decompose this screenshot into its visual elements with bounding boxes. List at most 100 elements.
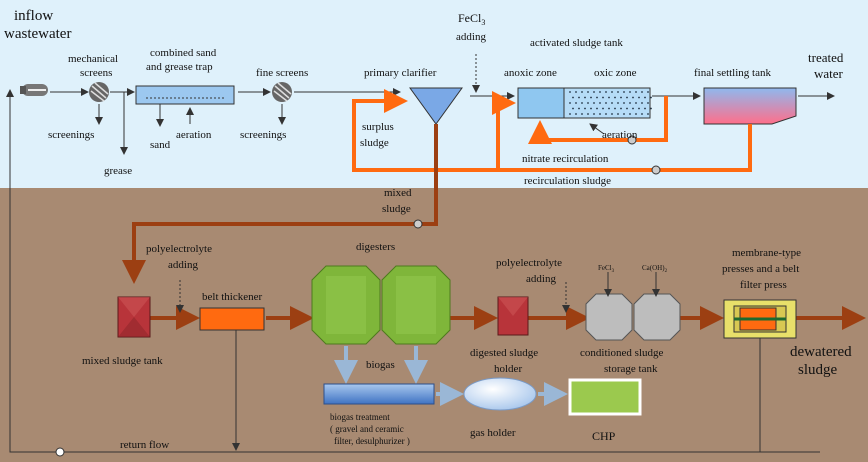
aeration-dot [647, 91, 649, 93]
oxic-zone-tank [563, 87, 651, 119]
aeration-dot [614, 107, 616, 110]
chp-unit [568, 378, 642, 416]
aeration-dot [617, 91, 619, 93]
trap-aeration-label: aeration [176, 129, 212, 141]
primary-clarifier [409, 87, 463, 125]
aeration-dot [611, 91, 613, 93]
aeration-dot [608, 107, 610, 110]
aeration-dot [578, 96, 580, 99]
dewatered-sludge-label: sludge [798, 362, 838, 378]
nitrate-recirc-label: nitrate recirculation [522, 153, 609, 165]
inflow-pump-icon [20, 84, 48, 96]
aeration-dot [647, 113, 649, 115]
digested-holder-label-1: digested sludge [470, 347, 538, 359]
aeration-dot [605, 91, 607, 93]
aeration-dot [584, 96, 586, 99]
aeration-dot [638, 96, 640, 99]
aeration-dot [590, 107, 592, 110]
sand-label: sand [150, 139, 171, 151]
water-label: water [814, 66, 844, 81]
aeration-dot [572, 107, 574, 110]
aeration-dot [596, 96, 598, 99]
aeration-dot [572, 96, 574, 99]
aeration-dot [638, 107, 640, 110]
aeration-dot [593, 102, 595, 104]
aeration-dot [605, 113, 607, 115]
return-loop-line [6, 89, 60, 453]
aeration-dot [620, 96, 622, 99]
anoxic-zone-tank [517, 87, 565, 119]
digesters-label: digesters [356, 241, 395, 253]
dewatered-label: dewatered [790, 344, 852, 360]
poly1-adding-label: adding [168, 259, 198, 271]
digester-1 [311, 265, 381, 345]
aeration-dot [623, 91, 625, 93]
biogas-label: biogas [366, 359, 395, 371]
final-settling-tank [703, 87, 797, 125]
return-flow-label: return flow [120, 439, 169, 451]
anoxic-zone-label: anoxic zone [504, 67, 557, 79]
mechanical-label: mechanical [68, 53, 118, 65]
conditioned-tank-1 [585, 293, 633, 341]
mixed-tank-label: mixed sludge tank [82, 355, 163, 367]
aeration-dot [602, 107, 604, 110]
aeration-dot [599, 113, 601, 115]
fine-screens-label: fine screens [256, 67, 308, 79]
recirc-sludge-label: recirculation sludge [524, 175, 611, 187]
nitrate-pump-icon [627, 135, 637, 145]
aeration-dot [644, 107, 646, 110]
conditioned-tank-2 [633, 293, 681, 341]
fecl3-adding-label: adding [456, 31, 486, 43]
aeration-dot [599, 102, 601, 104]
aeration-dot [629, 102, 631, 104]
gas-holder-label: gas holder [470, 427, 516, 439]
aeration-dot [626, 96, 628, 99]
aeration-dot [569, 91, 571, 93]
aeration-dot [623, 113, 625, 115]
aeration-dot [581, 102, 583, 104]
aeration-dot [599, 91, 601, 93]
screenings-label-2: screenings [240, 129, 286, 141]
aeration-dot [626, 107, 628, 110]
treated-label: treated [808, 50, 844, 65]
chp-label: CHP [592, 429, 616, 443]
aeration-dot [611, 113, 613, 115]
final-settling-label: final settling tank [694, 67, 771, 79]
caoh2-small-label: Ca(OH)2 [642, 264, 668, 274]
aeration-dot [635, 102, 637, 104]
fecl3-small-label: FeCl3 [598, 264, 615, 274]
aeration-dot [617, 102, 619, 104]
trap-label-1: combined sand [150, 47, 217, 59]
conditioned-label-1: conditioned sludge [580, 347, 664, 359]
aeration-dot [578, 107, 580, 110]
conditioned-label-2: storage tank [604, 363, 658, 375]
mixed-sludge-line [122, 124, 438, 284]
return-valve-icon [55, 447, 65, 457]
aeration-dot [647, 102, 649, 104]
aeration-dot [611, 102, 613, 104]
aeration-dot [614, 96, 616, 99]
oxic-zone-label: oxic zone [594, 67, 637, 79]
aeration-dot [635, 113, 637, 115]
mixed-sludge-label: sludge [382, 203, 411, 215]
biogas-treatment-detail-2: filter, desulphurizer ) [334, 436, 410, 446]
aeration-dot [650, 96, 652, 99]
membrane-label-2: presses and a belt [722, 263, 799, 275]
poly2-label: polyelectrolyte [496, 257, 562, 269]
belt-thickener [199, 307, 265, 331]
belt-thickener-label: belt thickener [202, 291, 263, 303]
biogas-treatment-label: biogas treatment [330, 412, 390, 422]
surplus-label: surplus [362, 121, 394, 133]
aeration-dot [581, 113, 583, 115]
biogas-treatment-detail-1: ( gravel and ceramic [330, 424, 404, 434]
aeration-dot [569, 113, 571, 115]
fecl3-label: FeCl3 [458, 11, 485, 27]
grease-label: grease [104, 165, 132, 177]
aeration-dot [641, 102, 643, 104]
mixed-pump-icon [413, 219, 423, 229]
aeration-dot [629, 113, 631, 115]
aeration-dot [644, 96, 646, 99]
aeration-dot [635, 91, 637, 93]
membrane-label-3: filter press [740, 279, 787, 291]
